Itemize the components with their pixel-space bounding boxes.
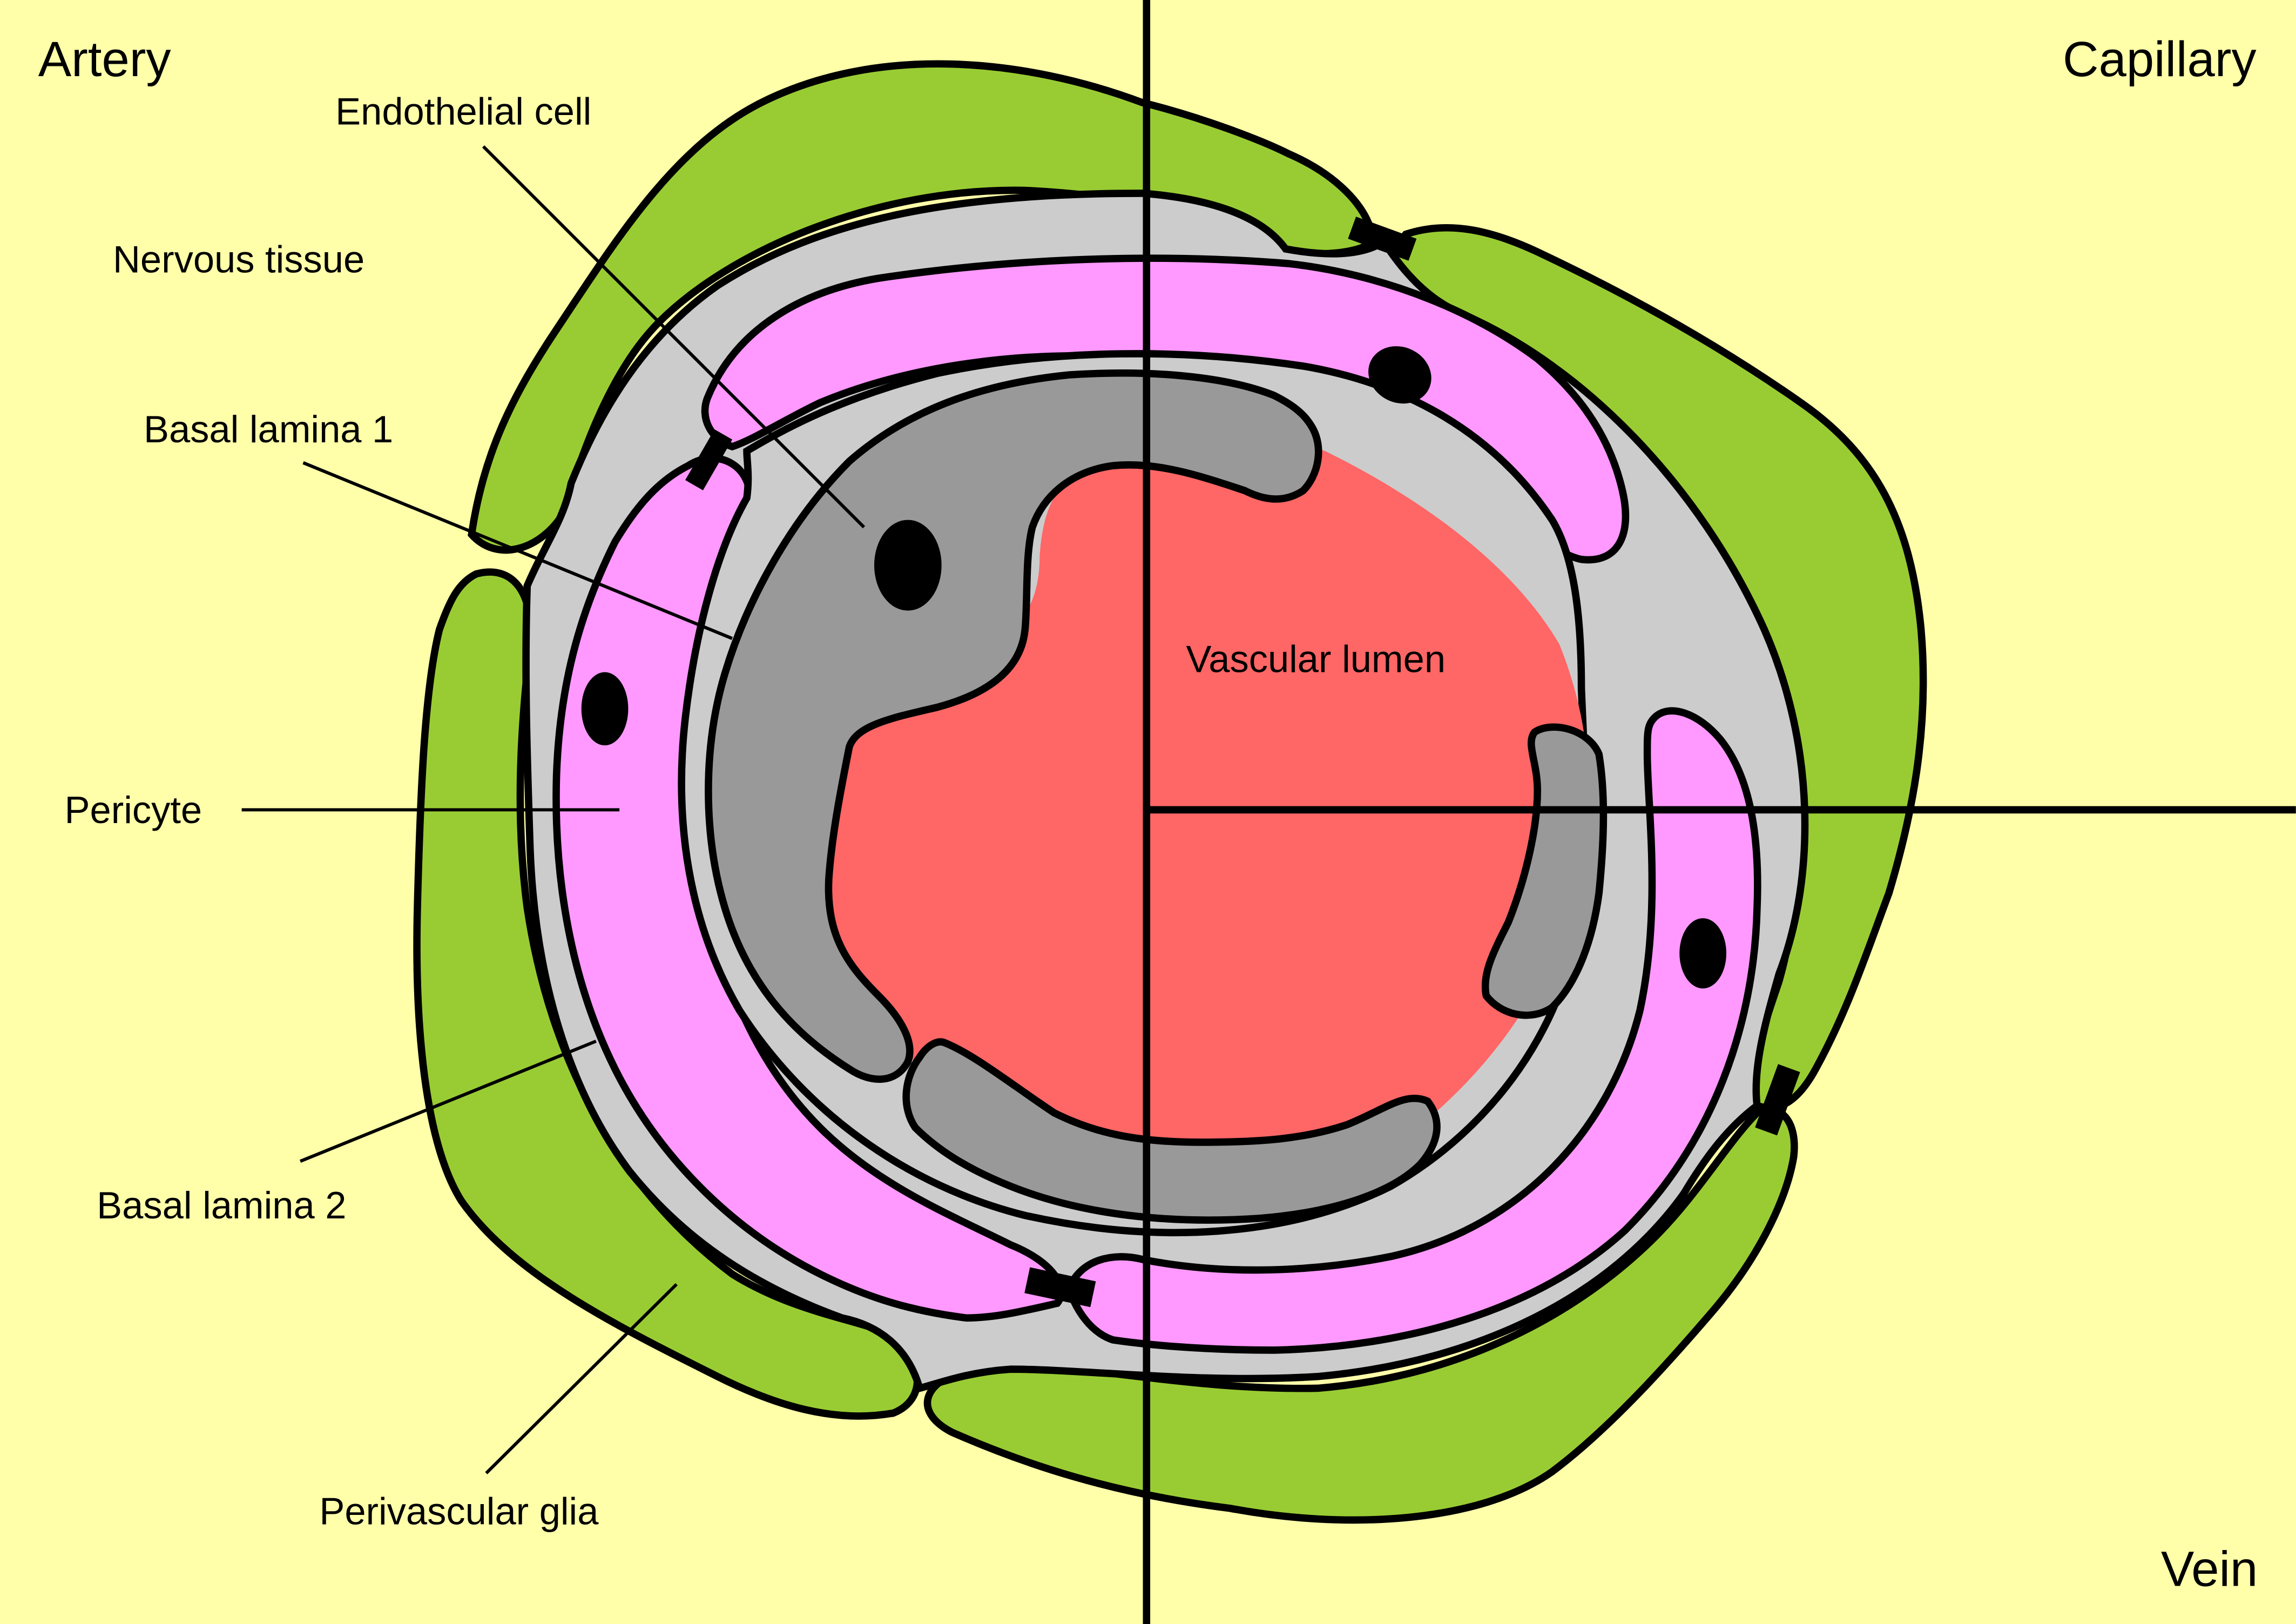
quadrant-label-capillary: Capillary <box>2063 31 2257 87</box>
pericyte-segment-top <box>701 254 1630 564</box>
endothelial-segment-right <box>1481 723 1608 1019</box>
pericyte-nucleus-left <box>581 672 629 746</box>
endothelial-segment-bottom <box>902 1038 1441 1224</box>
junction-right <box>1755 1064 1800 1136</box>
label-basal-lamina-2: Basal lamina 2 <box>97 1184 346 1227</box>
glia-segment-left <box>413 568 921 1420</box>
label-basal-lamina-1: Basal lamina 1 <box>144 408 393 450</box>
endothelial-cell <box>705 369 1608 1224</box>
quadrant-label-artery: Artery <box>38 31 171 87</box>
leader-basal-lamina-2 <box>299 1040 597 1163</box>
leader-perivascular-glia <box>485 1283 678 1474</box>
label-vascular-lumen: Vascular lumen <box>1186 638 1446 680</box>
endothelial-segment-top-left <box>705 369 1322 1083</box>
leader-lines <box>241 145 866 1474</box>
label-perivascular-glia: Perivascular glia <box>319 1490 599 1533</box>
leader-basal-lamina-1 <box>302 461 733 640</box>
leader-endothelial-cell <box>482 145 866 529</box>
text-labels: Artery Capillary Vein Endothelial cell N… <box>38 31 2258 1597</box>
cell-junctions <box>685 217 1800 1308</box>
label-endothelial-cell: Endothelial cell <box>335 90 591 132</box>
endothelial-nucleus <box>874 520 942 611</box>
junction-top-right <box>1348 217 1417 261</box>
nuclei <box>581 346 1727 989</box>
pericyte-nucleus-top <box>1368 346 1431 404</box>
pericyte-segment-bottom-right <box>1065 707 1761 1354</box>
quadrant-label-vein: Vein <box>2161 1541 2258 1597</box>
label-pericyte: Pericyte <box>65 789 202 831</box>
label-nervous-tissue: Nervous tissue <box>113 238 364 280</box>
pericyte-nucleus-right <box>1679 918 1727 989</box>
junction-top-left <box>685 429 733 490</box>
junction-bottom <box>1024 1267 1096 1308</box>
